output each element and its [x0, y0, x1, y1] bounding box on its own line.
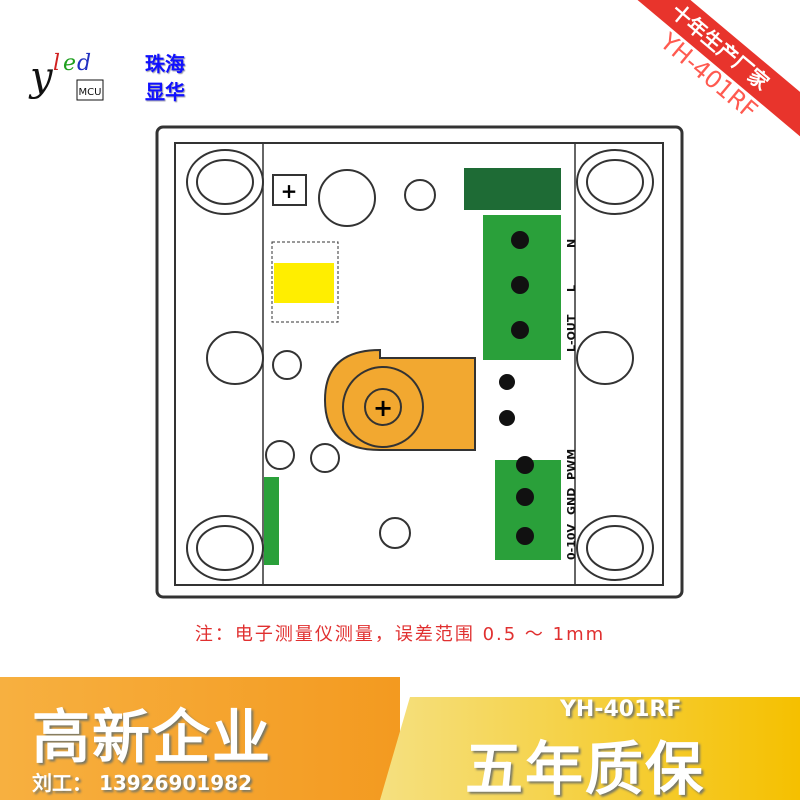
- device-diagram: + + N L L-OUT PWM GND 0-10V: [155, 125, 684, 599]
- terminal-label-l-out: L-OUT: [565, 314, 578, 352]
- svg-text:e: e: [63, 51, 76, 76]
- svg-text:l: l: [53, 51, 60, 76]
- terminal-label-l: L: [565, 285, 578, 292]
- banner-left: [0, 677, 400, 800]
- terminal-block-bottom: [495, 460, 561, 560]
- model-label-bottom: YH-401RF: [560, 697, 682, 722]
- led-chip: [274, 263, 334, 303]
- terminal-label-0-10v: 0-10V: [565, 523, 578, 560]
- ylcd-logo: y l e d MCU: [28, 51, 104, 101]
- svg-text:d: d: [77, 51, 91, 76]
- svg-text:y: y: [28, 54, 54, 100]
- mounting-holes: [186, 149, 654, 581]
- terminal-label-gnd: GND: [565, 488, 578, 515]
- svg-text:+: +: [281, 179, 298, 203]
- measurement-note: 注：电子测量仪测量，误差范围 0.5 ～ 1mm: [194, 624, 606, 645]
- contact-phone: 刘工： 13926901982: [32, 771, 253, 795]
- brand-line2: 显华: [145, 80, 185, 104]
- terminal-label-pwm: PWM: [565, 449, 578, 480]
- mcu-chip-label: MCU: [79, 87, 102, 98]
- brand-name: 珠海 显华: [145, 50, 185, 106]
- svg-text:+: +: [373, 394, 393, 422]
- slogan-high-tech: 高新企业: [32, 703, 273, 771]
- slogan-warranty: 五年质保: [465, 735, 706, 803]
- brand-line1: 珠海: [145, 52, 185, 76]
- banner-right: [380, 697, 800, 800]
- terminal-label-n: N: [565, 239, 578, 248]
